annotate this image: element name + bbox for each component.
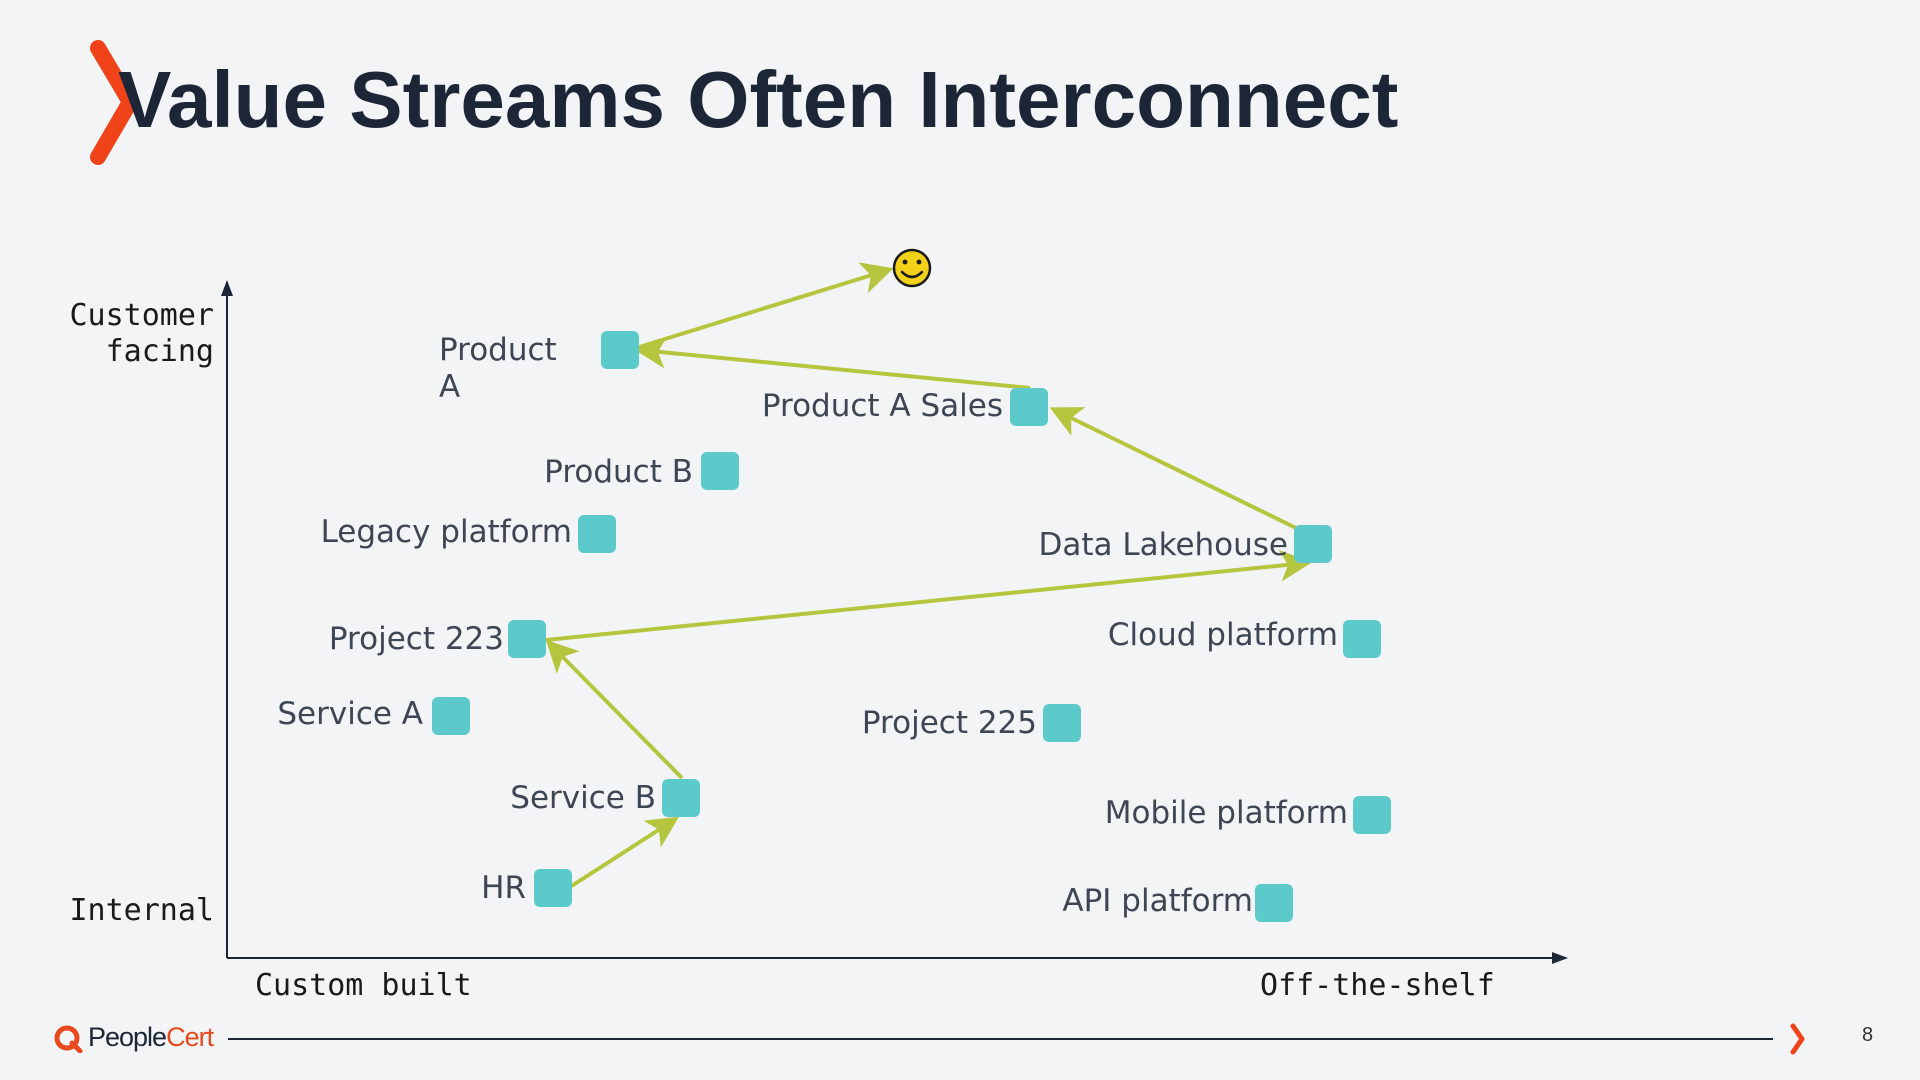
arrow-hr-to-service-b [568,816,680,889]
node-project-223: Project 223 [329,620,546,658]
node-label: Project 223 [329,621,504,657]
peoplecert-logo: PeopleCert [54,1022,214,1053]
node-hr: HR [481,869,572,907]
node-label: Project 225 [862,705,1037,741]
arrow-product-a-to-goal [635,262,894,350]
y-axis-bottom-label: Internal [70,893,215,928]
slide-title: Value Streams Often Interconnect [118,55,1399,144]
node-api-platform: API platform [1062,883,1293,922]
x-axis-right-label: Off-the-shelf [1260,968,1495,1003]
brand-name: PeopleCert [88,1022,214,1053]
node-marker [578,515,616,553]
node-label: Product [439,332,557,368]
peoplecert-logo-icon [54,1025,83,1053]
node-label: Cloud platform [1108,617,1338,653]
x-axis-left-label: Custom built [255,968,472,1003]
page-number: 8 [1862,1024,1874,1046]
node-marker [1255,884,1293,922]
footer-chevron-icon [1790,1023,1805,1055]
node-marker [508,620,546,658]
brand-name-part2: Cert [166,1022,214,1052]
node-label: Service A [277,696,423,732]
node-product-a-sales: Product A Sales [762,388,1048,426]
y-axis-top-label-line2: facing [106,334,214,369]
node-label: A [439,369,460,405]
title-chevron-icon [90,40,138,165]
brand-name-part1: People [88,1022,167,1052]
node-marker [662,779,700,817]
node-marker [1353,796,1391,834]
node-data-lakehouse: Data Lakehouse [1038,525,1332,563]
arrow-service-b-to-project-223 [545,639,684,780]
node-product-b: Product B [544,452,739,490]
node-marker [534,869,572,907]
node-label: HR [481,870,526,906]
node-marker [601,331,639,369]
arrow-data-lakehouse-to-product-a-sales [1049,407,1297,530]
node-marker [1010,388,1048,426]
node-mobile-platform: Mobile platform [1105,795,1391,834]
node-label: Legacy platform [321,514,572,550]
node-service-a: Service A [277,696,470,735]
y-axis-top-label-line1: Customer [70,298,215,333]
node-label: API platform [1062,883,1253,919]
node-label: Product B [544,454,693,490]
node-label: Mobile platform [1105,795,1348,831]
node-marker [701,452,739,490]
node-cloud-platform: Cloud platform [1108,617,1381,658]
node-marker [432,697,470,735]
node-marker [1043,704,1081,742]
arrow-project-223-to-data-lakehouse [545,549,1312,642]
arrow-product-a-sales-to-product-a [634,336,1031,390]
node-label: Product A Sales [762,388,1003,424]
node-marker [1294,525,1332,563]
node-service-b: Service B [510,779,700,817]
node-label: Data Lakehouse [1038,527,1288,563]
node-legacy-platform: Legacy platform [321,514,616,553]
node-marker [1343,620,1381,658]
node-product-a: Product A [439,331,639,405]
node-project-225: Project 225 [862,704,1081,742]
node-label: Service B [510,780,656,816]
smiley-face-icon [892,248,932,288]
